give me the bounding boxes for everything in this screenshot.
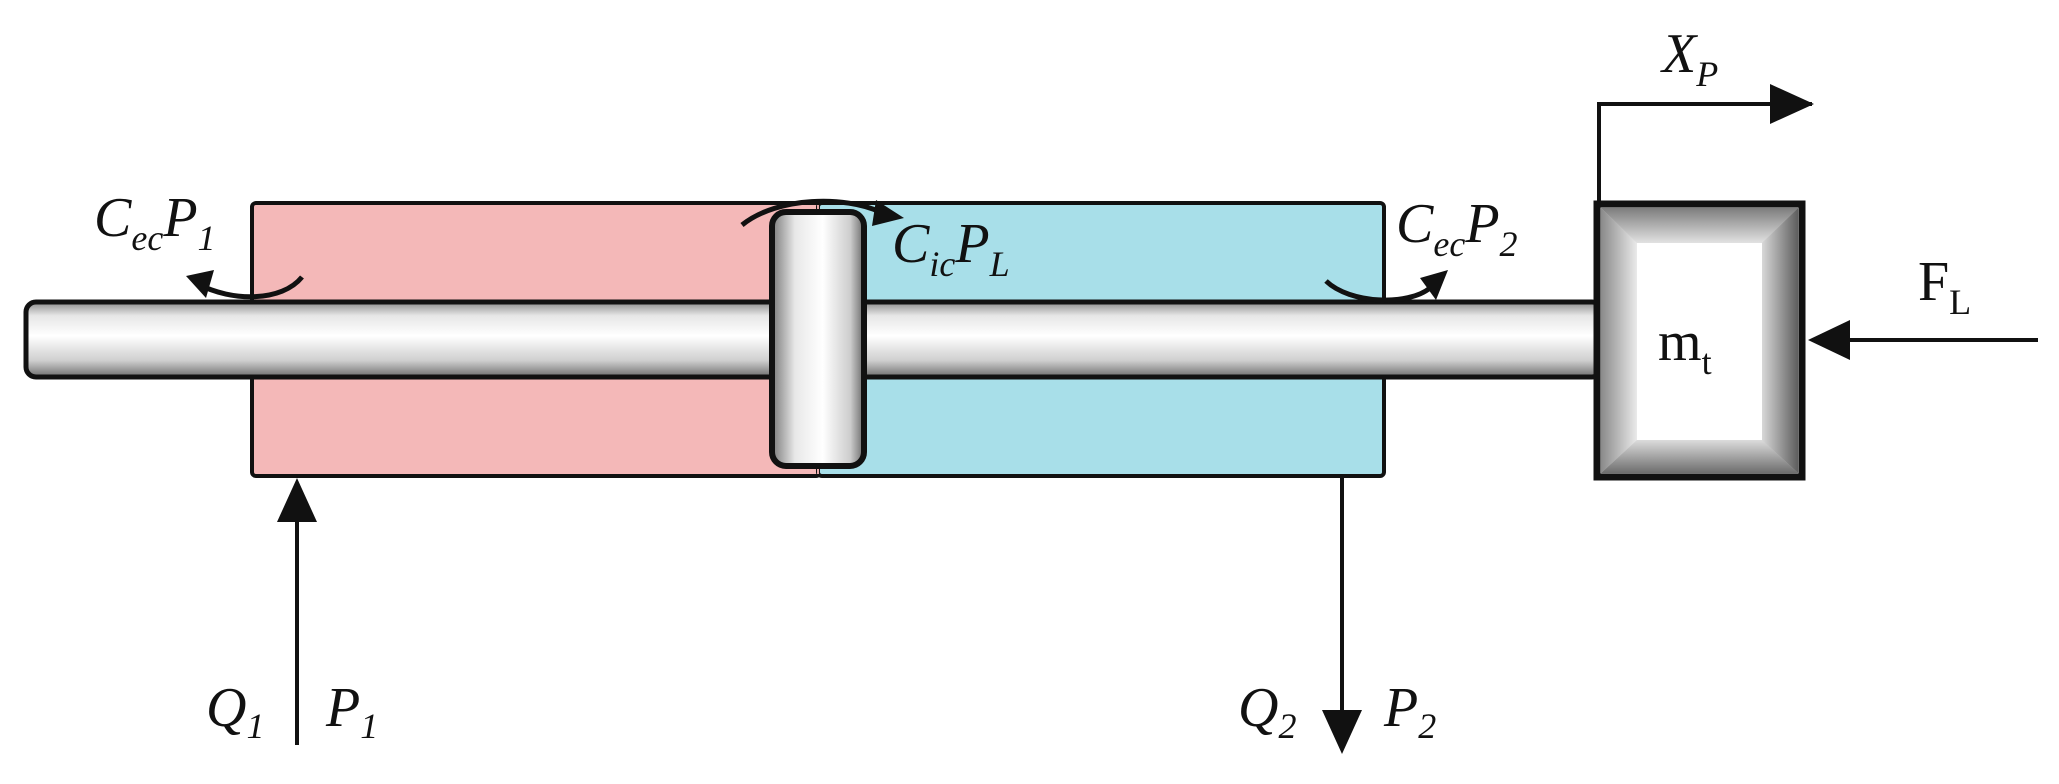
outlet-flow-label: Q2 <box>1238 677 1296 746</box>
load-force-label: FL <box>1918 251 1971 322</box>
outlet-flow-arrowhead <box>1322 710 1362 754</box>
outlet-pressure-label: P2 <box>1383 677 1436 746</box>
displacement-label: XP <box>1660 23 1718 94</box>
inlet-pressure-label: P1 <box>325 677 378 746</box>
mass-label: mt <box>1658 311 1712 382</box>
leak-int-arrowhead <box>872 200 904 226</box>
load-force-arrowhead <box>1808 320 1850 360</box>
leak-ext-left-arrowhead <box>186 270 214 298</box>
leak-ext-right-label: CecP2 <box>1396 193 1518 264</box>
inlet-flow-arrowhead <box>277 478 317 522</box>
displacement-arrowhead <box>1770 84 1814 124</box>
piston <box>769 209 867 469</box>
leak-ext-right-arrow <box>1324 279 1432 303</box>
leak-ext-left-label: CecP1 <box>94 187 216 258</box>
leak-int-arrow <box>740 198 882 227</box>
displacement-arrow <box>1597 102 1812 204</box>
mass-block <box>1593 200 1806 481</box>
inlet-flow-label: Q1 <box>206 677 264 746</box>
leak-int-label: CicPL <box>892 213 1010 284</box>
leak-ext-left-arrow <box>196 275 304 300</box>
leak-ext-right-arrowhead <box>1420 270 1448 300</box>
